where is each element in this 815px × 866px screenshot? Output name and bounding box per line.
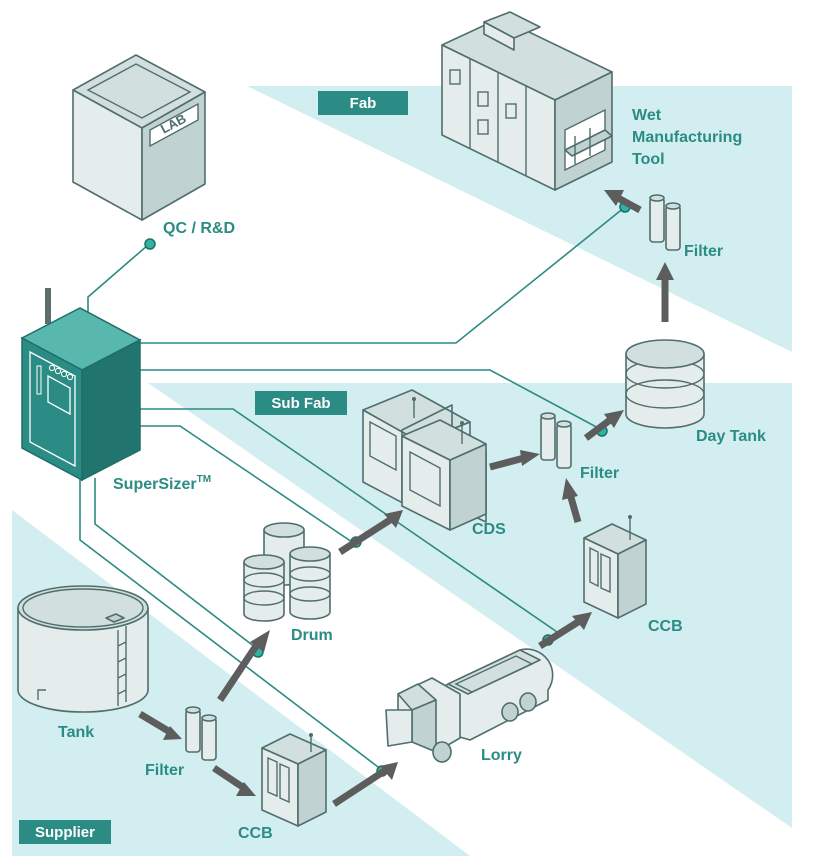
arrow-tank-to-filter bbox=[138, 710, 182, 740]
arrow-filter-to-day-tank bbox=[583, 410, 624, 441]
day-tank-icon bbox=[625, 339, 705, 429]
supersizer-tm: TM bbox=[197, 474, 211, 485]
supersizer-name: SuperSizer bbox=[113, 476, 197, 493]
supplier-tank-icon bbox=[17, 585, 149, 713]
supplier-filter-label: Filter bbox=[145, 762, 184, 779]
arrow-filter-to-ccb bbox=[212, 765, 256, 796]
cds-icon bbox=[362, 389, 487, 531]
wire-to-day-tank bbox=[140, 369, 603, 431]
qc-rd-label: QC / R&D bbox=[163, 220, 235, 237]
supplier-ccb-icon bbox=[261, 733, 327, 827]
fab-zone-band bbox=[247, 86, 792, 352]
fab-zone-text: Fab bbox=[350, 95, 377, 112]
arrow-ccb-to-lorry bbox=[332, 762, 398, 807]
supersizer-controller-icon bbox=[20, 288, 142, 482]
supplier-ccb-label: CCB bbox=[238, 825, 273, 842]
subfab-ccb-label: CCB bbox=[648, 618, 683, 635]
lab-building-icon: LAB bbox=[72, 54, 206, 221]
wire-to-subfab-filter bbox=[140, 408, 561, 635]
flow-arrows bbox=[138, 190, 674, 807]
arrow-cds-to-filter bbox=[489, 450, 540, 471]
arrow-drum-to-cds bbox=[338, 510, 403, 555]
tank-label: Tank bbox=[58, 724, 94, 741]
qc-sample-node bbox=[144, 238, 156, 250]
drum-icon bbox=[243, 522, 331, 622]
supplier-zone-label: Supplier bbox=[19, 820, 111, 844]
wire-to-lorry bbox=[79, 478, 383, 771]
sub-fab-zone-band bbox=[148, 383, 792, 828]
subfab-ccb-icon bbox=[583, 515, 647, 619]
fab-filter-icon bbox=[649, 194, 681, 251]
drum-label: Drum bbox=[291, 627, 333, 644]
sample-lines bbox=[79, 206, 626, 771]
supplier-zone-text: Supplier bbox=[35, 824, 95, 841]
wet-tool-label-line1: Wet bbox=[632, 107, 662, 124]
wet-manufacturing-tool-icon bbox=[441, 11, 613, 191]
subfab-filter-label: Filter bbox=[580, 465, 619, 482]
arrow-ccb-to-filter bbox=[562, 478, 582, 523]
sub-fab-zone-label: Sub Fab bbox=[255, 391, 347, 415]
fab-filter-label: Filter bbox=[684, 243, 723, 260]
supplier-filter-icon bbox=[185, 706, 217, 761]
wet-tool-label-line3: Tool bbox=[632, 151, 665, 168]
cds-label: CDS bbox=[472, 521, 506, 538]
sub-fab-zone-text: Sub Fab bbox=[271, 395, 330, 412]
arrow-lorry-to-ccb bbox=[538, 612, 592, 649]
wire-to-qc bbox=[87, 244, 149, 312]
lorry-label: Lorry bbox=[481, 747, 522, 764]
fab-zone-label: Fab bbox=[318, 91, 408, 115]
subfab-filter-icon bbox=[540, 412, 572, 469]
arrow-filter-to-drum bbox=[217, 630, 270, 702]
lorry-icon bbox=[385, 648, 554, 763]
wire-to-cds bbox=[140, 425, 353, 543]
day-tank-label: Day Tank bbox=[696, 428, 766, 445]
arrow-day-tank-to-filter bbox=[656, 262, 674, 322]
wire-to-drum bbox=[94, 478, 261, 652]
supersizer-label: SuperSizerTM bbox=[113, 474, 211, 493]
wet-tool-label-line2: Manufacturing bbox=[632, 129, 742, 146]
wire-to-fab-filter bbox=[140, 206, 626, 344]
arrow-filter-to-wet-tool bbox=[604, 190, 642, 214]
